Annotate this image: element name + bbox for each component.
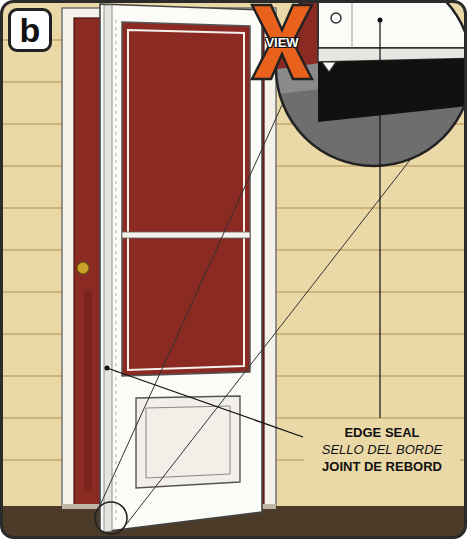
door-knob (77, 262, 89, 274)
hinge-line (116, 20, 117, 520)
view-label: VIEW (265, 36, 298, 49)
view-marker: VIEW (250, 3, 314, 81)
step-letter: b (20, 13, 41, 47)
glass-frame (128, 30, 244, 370)
step-letter-box: b (8, 8, 52, 52)
x-symbol (252, 5, 312, 79)
leader-line (379, 20, 380, 418)
magnifier-line (97, 105, 282, 512)
kick-panel-inner (146, 406, 230, 478)
storm-door-edge (104, 5, 112, 532)
part-name-translation: JOINT DE REBORD (304, 458, 460, 475)
label-group: EDGE SEALSELLO DEL BORDEJOINT DE REBORD (304, 422, 460, 477)
part-name: EDGE SEAL (304, 424, 460, 441)
glass-pane (122, 22, 250, 376)
part-name-translation: SELLO DEL BORDE (304, 441, 460, 458)
sash-bar (122, 232, 250, 238)
leader-line (107, 368, 303, 437)
magnifier-circle (276, 2, 466, 167)
door-panel (84, 290, 92, 490)
